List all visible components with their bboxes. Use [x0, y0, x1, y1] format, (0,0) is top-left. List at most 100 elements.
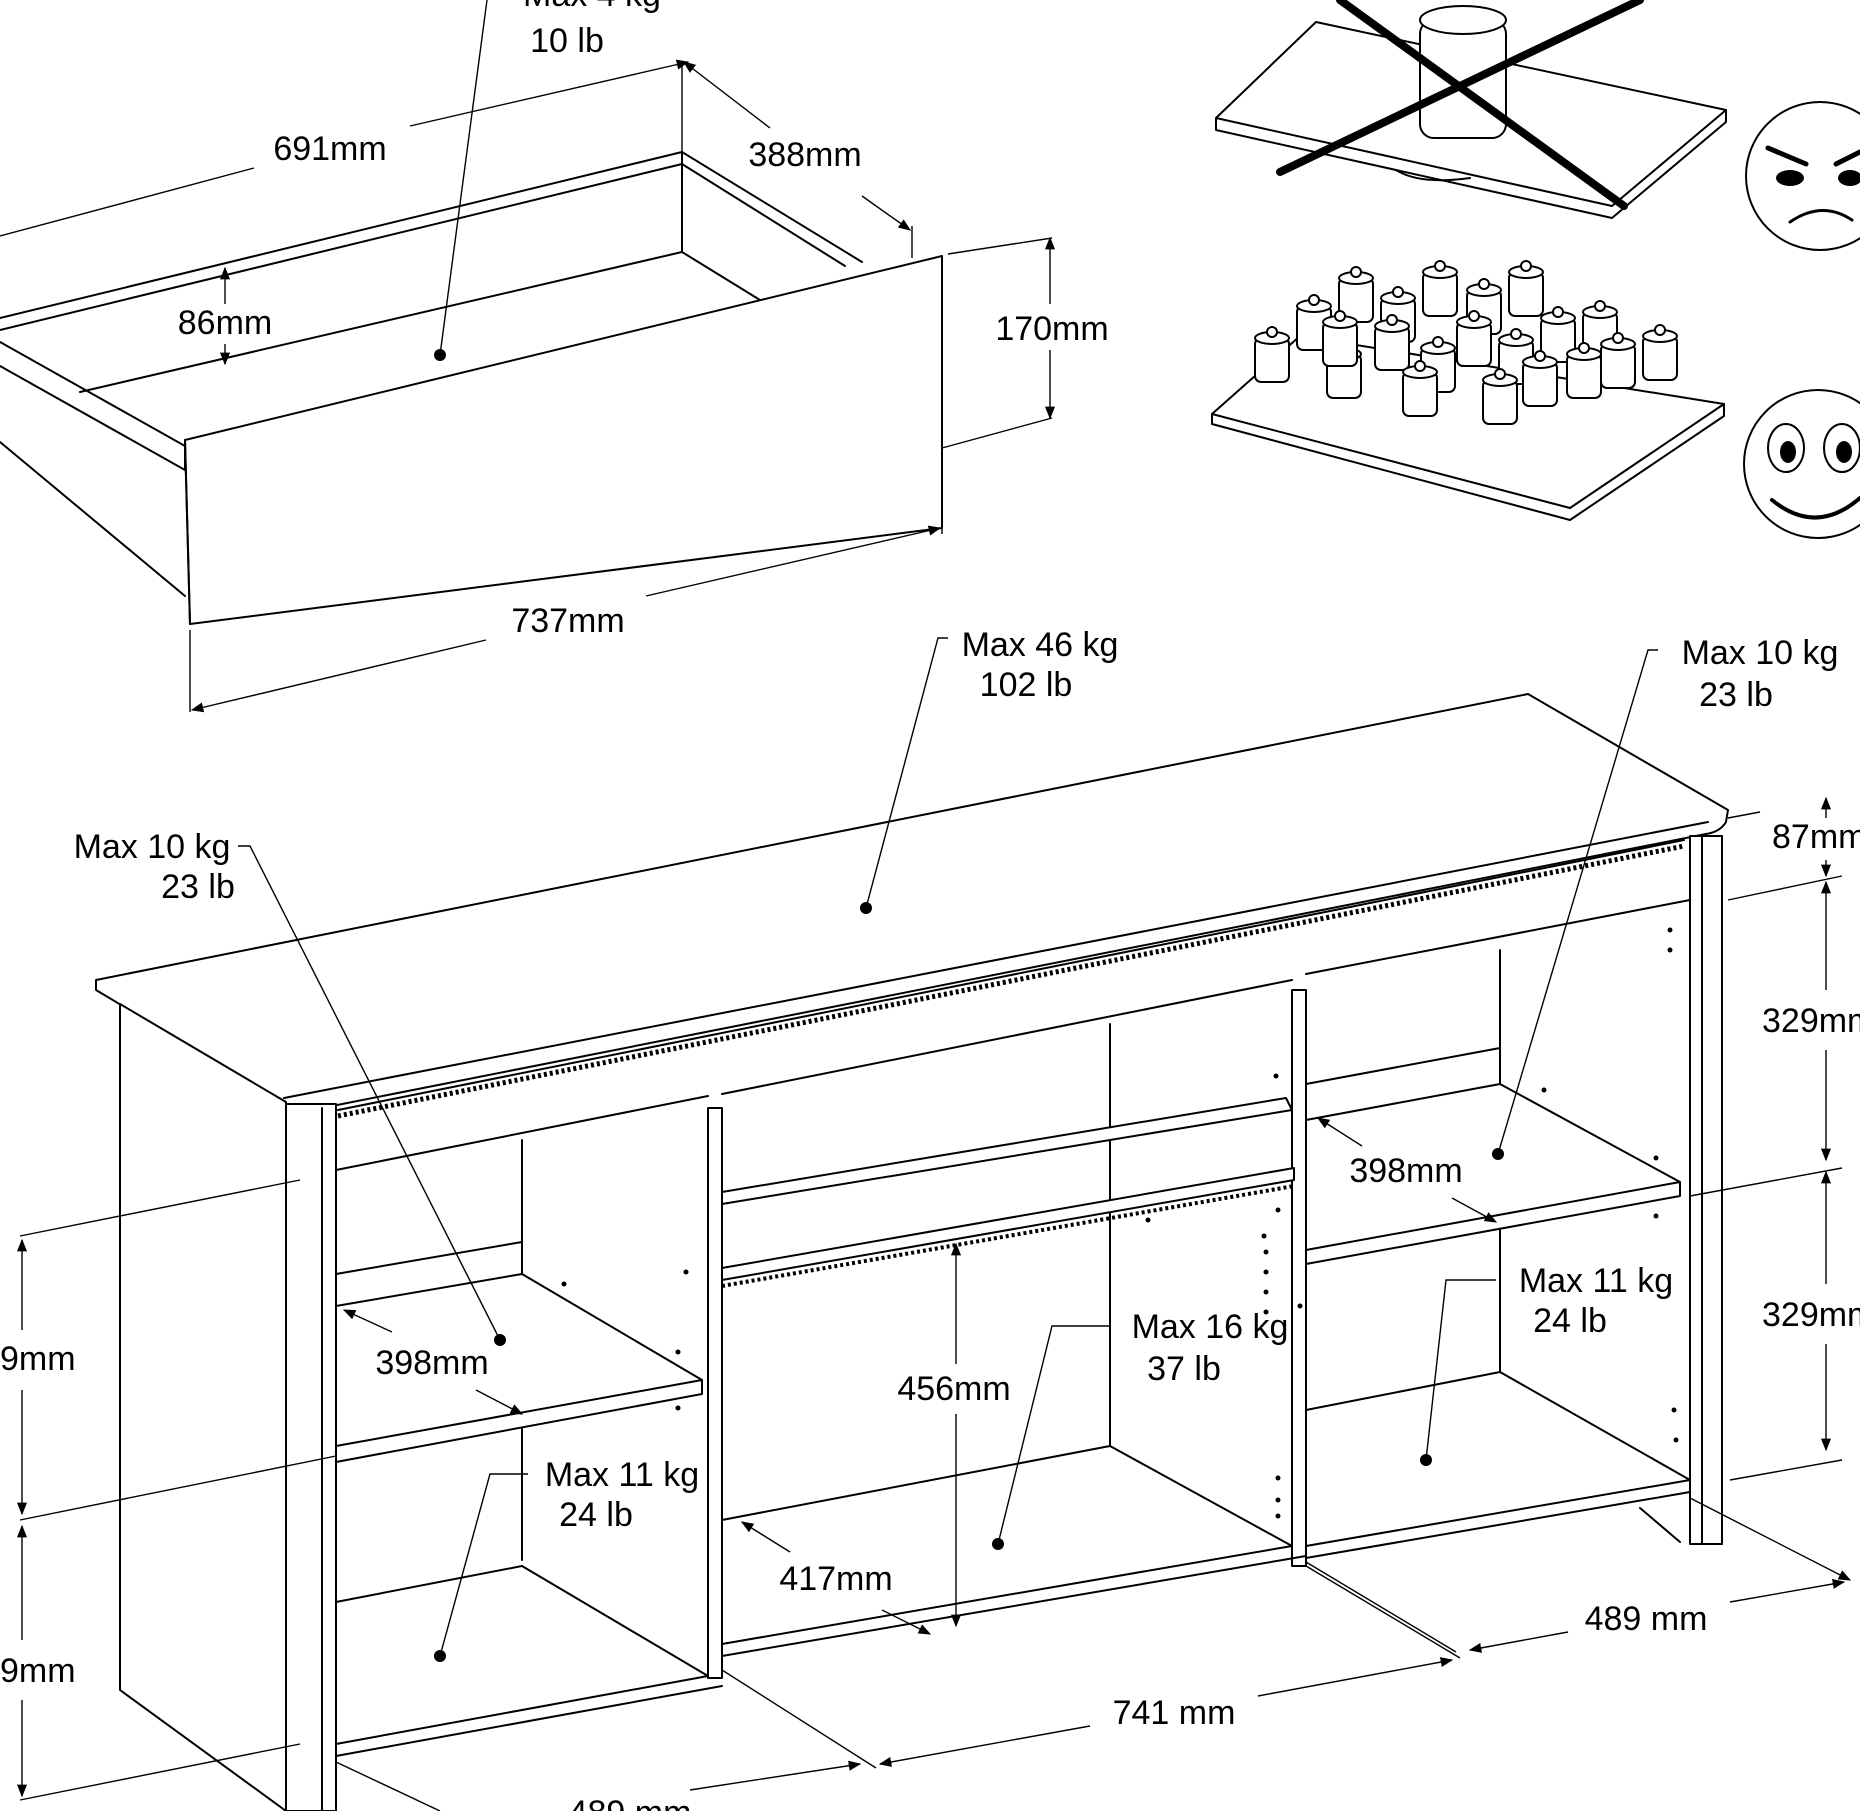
left-shelf-depth: 398mm — [375, 1344, 488, 1382]
shelf-pin-hole — [1263, 1269, 1269, 1275]
center-bottom-side — [1109, 1445, 1293, 1547]
distributed-load-icon — [1211, 260, 1725, 521]
dim-line-388-b — [861, 195, 912, 231]
right-upper-height: 329mm — [1762, 1002, 1860, 1040]
angry-brow-left — [1765, 145, 1809, 167]
shelf-pin-hole — [1263, 1289, 1269, 1295]
load-guide — [1211, 0, 1860, 539]
right-bottom-load-lb: 24 lb — [1533, 1302, 1607, 1340]
shelf-pin-hole — [1275, 1475, 1281, 1481]
dim-line-388-a — [683, 61, 771, 129]
drawer-back-inner-edge — [0, 163, 846, 331]
right-upper-shelf — [1305, 1083, 1681, 1265]
weight-group — [1254, 260, 1678, 425]
dim-line-737-a — [190, 639, 487, 713]
dim-741-a — [878, 1725, 1091, 1767]
dim-ext-left-mid — [19, 1455, 337, 1521]
drawer-load-max: Max 4 kg — [523, 0, 661, 14]
right-shelf-depth: 398mm — [1349, 1152, 1462, 1190]
dim-489-right-ext — [1689, 1497, 1852, 1581]
right-bottom-kick — [1305, 1491, 1691, 1559]
left-back-top — [335, 1095, 709, 1171]
drawer-back-edge — [0, 151, 863, 319]
bad-shelf-bend — [1395, 169, 1471, 182]
center-upper-rail — [721, 1097, 1293, 1205]
shelf-pin-hole — [1541, 1087, 1547, 1093]
dim-741-left-ext — [721, 1669, 877, 1769]
center-leader — [997, 1325, 1110, 1545]
shelf-pin-holes — [561, 927, 1679, 1519]
angry-mouth — [1788, 209, 1854, 224]
shelf-pin-hole — [1263, 1309, 1269, 1315]
dim-ext-left-bottom — [19, 1743, 301, 1801]
dim-line-691-arrow — [409, 59, 690, 127]
small-weight — [1456, 310, 1492, 367]
left-bottom-load-max: Max 11 kg — [545, 1456, 699, 1494]
dim-398-left-b — [475, 1389, 524, 1415]
shelf-pin-hole — [1297, 1303, 1303, 1309]
shelf-pin-hole — [1275, 1497, 1281, 1503]
left-upper-shelf — [335, 1273, 703, 1463]
center-height: 456mm — [897, 1370, 1010, 1408]
dim-417-a — [740, 1521, 791, 1553]
happy-pupil-right — [1836, 441, 1852, 463]
cabinet-top-hatch — [337, 843, 1685, 1119]
happy-pupil-left — [1780, 441, 1796, 463]
bad-shelf-edge — [1215, 109, 1727, 219]
dim-ext-170-bottom — [941, 417, 1053, 449]
left-lower-height: 9mm — [0, 1652, 76, 1690]
center-bottom-front — [721, 1545, 1293, 1645]
shelf-pin-hole — [1273, 1073, 1279, 1079]
small-weight — [1540, 306, 1576, 363]
shelf-pin-hole — [1263, 1249, 1269, 1255]
drawer-left-side-top — [0, 341, 186, 471]
shelf-pin-hole — [683, 1269, 689, 1275]
angry-brow-right — [1833, 149, 1860, 167]
left-shelf-load-max: Max 10 kg — [74, 828, 231, 866]
small-weight — [1338, 266, 1374, 323]
drawer-inner-height: 86mm — [178, 304, 272, 342]
right-divider — [1291, 989, 1307, 1567]
shelf-pin-hole — [1667, 947, 1673, 953]
center-bottom-kick — [721, 1555, 1307, 1657]
left-depth: 489 mm — [569, 1794, 692, 1811]
bad-heavy-weight — [1419, 19, 1507, 139]
right-bottom-leader — [1425, 1279, 1496, 1461]
cabinet-illustration: Max 46 kg 102 lb Max 10 kg 23 lb 398mm M… — [0, 626, 1860, 1816]
center-lower-rail — [721, 1167, 1295, 1281]
drawer-front-edge — [184, 439, 191, 625]
top-load-max: Max 46 kg — [962, 626, 1119, 664]
left-bottom-leader — [439, 1473, 528, 1657]
shelf-pin-hole — [1275, 1513, 1281, 1519]
center-width: 741 mm — [1113, 1694, 1236, 1732]
happy-mouth — [1770, 496, 1860, 520]
dim-489-base-ext — [1305, 1561, 1457, 1653]
dim-398-right-a — [1316, 1117, 1363, 1147]
shelf-pin-hole — [561, 1281, 567, 1287]
dim-ext-87-bottom — [1727, 875, 1843, 901]
right-shelf-load-max: Max 10 kg — [1682, 634, 1839, 672]
small-weight — [1642, 324, 1678, 381]
right-shelf-load-lb: 23 lb — [1699, 676, 1773, 714]
small-weight — [1566, 342, 1602, 399]
left-shelf-load-lb: 23 lb — [161, 868, 235, 906]
drawer-front-height: 170mm — [995, 310, 1108, 348]
right-depth: 489 mm — [1585, 1600, 1708, 1638]
top-load-leader — [865, 637, 948, 909]
center-depth: 417mm — [779, 1560, 892, 1598]
right-shelf-back — [1305, 1047, 1501, 1085]
left-bottom-back — [335, 1565, 523, 1603]
shelf-pin-hole — [1145, 1217, 1151, 1223]
small-weight — [1254, 326, 1290, 383]
shelf-pin-hole — [1261, 1233, 1267, 1239]
center-load-lb: 37 lb — [1147, 1350, 1221, 1388]
small-weight — [1508, 260, 1544, 317]
right-foot — [1639, 1507, 1681, 1543]
dim-line-737-b — [645, 525, 942, 597]
top-thickness: 87mm — [1772, 818, 1860, 856]
drawer-front-panel — [184, 255, 943, 625]
drawer-load-leader — [439, 0, 488, 356]
dim-398-left-a — [342, 1309, 393, 1333]
small-weight — [1482, 368, 1518, 425]
